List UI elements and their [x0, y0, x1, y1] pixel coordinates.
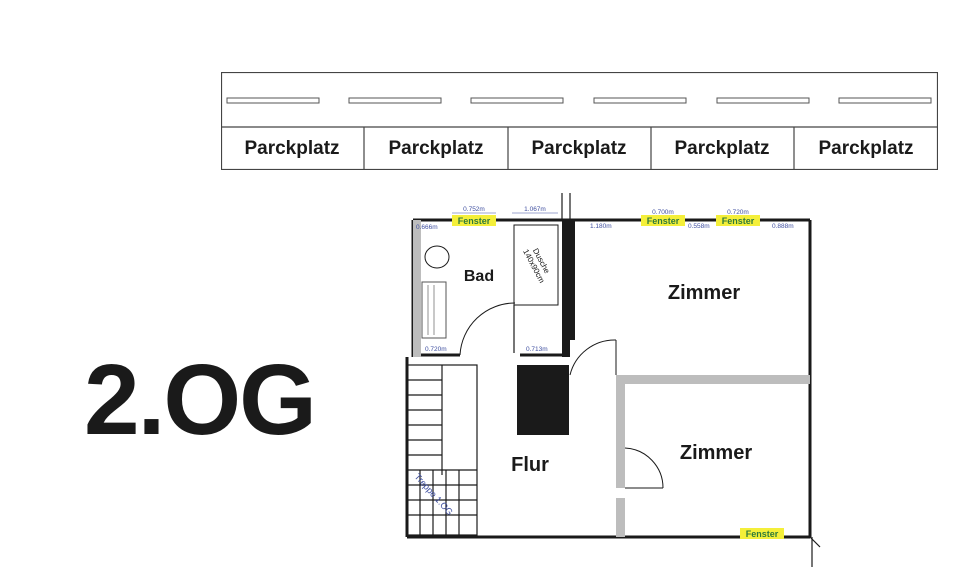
- room-label-zimmer: Zimmer: [680, 442, 752, 464]
- parking-strip: Parckplatz Parckplatz Parckplatz Parckpl…: [221, 72, 938, 170]
- lane-mark: [716, 97, 810, 104]
- window-label: Fenster: [458, 216, 491, 226]
- room-label-zimmer: Zimmer: [668, 282, 740, 304]
- toilet: [424, 245, 450, 269]
- zimmer2-door-swing: [624, 447, 664, 489]
- dimension-label: 0.888m: [772, 223, 794, 230]
- stairs-label: Treppe 1.OG: [413, 472, 455, 517]
- parking-spot-label: Parckplatz: [818, 138, 913, 159]
- lane-mark: [470, 97, 564, 104]
- lane-mark: [838, 97, 932, 104]
- lane-mark: [348, 97, 442, 104]
- dimension-label: 0.720m: [425, 346, 447, 353]
- window-label: Fenster: [647, 216, 680, 226]
- dimension-label: 0.666m: [416, 224, 438, 231]
- extension-lines: [561, 193, 821, 567]
- window-badge: [452, 215, 496, 226]
- dimension-label: 0.752m: [463, 206, 485, 213]
- window-label: Fenster: [722, 216, 755, 226]
- dimension-label: 0.700m: [652, 209, 674, 216]
- zimmer1-door-swing: [569, 339, 617, 376]
- window-badge: [716, 215, 760, 226]
- window-label: Fenster: [746, 529, 779, 539]
- lane-markings: [226, 97, 932, 104]
- dimension-label: 0.720m: [727, 209, 749, 216]
- dimension-label: 1.180m: [590, 223, 612, 230]
- dimension-label: 0.558m: [688, 223, 710, 230]
- lane-mark: [226, 97, 320, 104]
- window-badge: [641, 215, 685, 226]
- zimmer2-left-wall: [616, 375, 625, 488]
- lane-mark: [593, 97, 687, 104]
- parking-spot-label: Parckplatz: [674, 138, 769, 159]
- zimmer-divider: [616, 375, 810, 384]
- dimensions: 0.752m 1.067m 0.666m 0.700m 0.720m 1.180…: [416, 206, 794, 353]
- floor-plan: Treppe 1.OG Fenster Fenster Fenster Fens…: [405, 193, 821, 567]
- spot-dividers: [363, 127, 795, 170]
- room-label-flur: Flur: [511, 454, 549, 476]
- partitions: [517, 220, 810, 537]
- zimmer2-left-wall-lower: [616, 498, 625, 537]
- parking-spot-label: Parckplatz: [531, 138, 626, 159]
- staircase: [406, 364, 478, 536]
- bathroom: [413, 220, 570, 357]
- floor-label: 2.OG: [84, 344, 317, 456]
- chimney-block: [517, 365, 569, 435]
- parking-spot-label: Parckplatz: [244, 138, 339, 159]
- shower: [513, 224, 559, 306]
- bad-door-swing: [459, 302, 516, 356]
- bad-right-wall: [562, 220, 570, 357]
- dimension-label: 0.713m: [526, 346, 548, 353]
- room-label-bad: Bad: [464, 268, 494, 285]
- zimmer-left-wall: [570, 220, 575, 340]
- bad-left-wall: [413, 220, 421, 357]
- windows: Fenster Fenster Fenster Fenster: [452, 215, 784, 539]
- dimension-label: 1.067m: [524, 206, 546, 213]
- window-badge: [740, 528, 784, 539]
- parking-spot-label: Parckplatz: [388, 138, 483, 159]
- parking-outline: [221, 72, 938, 170]
